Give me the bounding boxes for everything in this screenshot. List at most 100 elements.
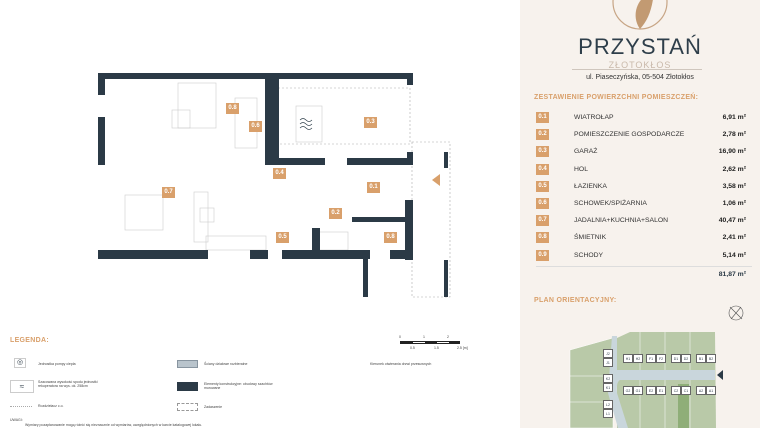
room-row: 0.8 ŚMIETNIK 2,41 m² [536,232,746,244]
scale-tick: 1 [423,335,425,339]
sofa [177,82,217,129]
lot-label: B1 [696,354,706,363]
room-area: 2,62 m² [722,165,746,173]
room-row: 0.2 POMIESZCZENIE GOSPODARCZE 2,78 m² [536,129,746,141]
washer-area [317,231,349,251]
room-number-badge: 0.6 [536,198,549,209]
lot-label: G2 [623,386,633,395]
room-number-badge: 0.4 [536,163,549,175]
total-area: 81,87 m² [718,271,746,278]
room-name: POMIESZCZENIE GOSPODARCZE [574,131,685,139]
room-name: HOL [574,165,588,173]
room-name: JADALNIA+KUCHNIA+SALON [574,217,669,225]
room-label: 0.2 [329,208,342,219]
lot-label: F2 [656,354,666,363]
room-label: 0.1 [367,182,380,193]
lot-label: L1 [603,409,613,418]
entrance-arrow-icon [717,370,723,380]
lot-label: K2 [603,374,613,383]
brand-name: PRZYSTAŃ [578,34,702,59]
legend-item: Ściany działowe rozbieralne [204,362,248,366]
room-name: ŚMIETNIK [574,234,607,242]
legend-item: Kierunek otwierania drzwi przesuwnych [370,362,432,366]
room-area: 40,47 m² [718,217,746,225]
room-name: ŁAZIENKA [574,182,607,190]
brand-subtitle: ZŁOTOKŁOS [608,60,672,70]
room-label: 0.5 [276,232,289,243]
dining-table [124,194,164,231]
room-number-badge: 0.5 [536,180,549,192]
kitchen-island [193,191,209,243]
room-number-badge: 0.9 [536,249,549,261]
lot-label: L2 [603,400,613,409]
room-name: SCHODY [574,251,604,259]
note-title: UWAGI: [10,418,23,422]
room-number-badge: 0.2 [536,129,549,141]
lot-label: J1 [603,358,613,367]
entrance-arrow-icon [432,174,440,186]
legend-item: Jednostka pompy ciepła [38,362,76,366]
lot-label: C1 [681,386,691,395]
scale-tick: 0 [399,335,401,339]
legend-item: Zadaszenie [204,405,223,409]
lot-label: D2 [681,354,691,363]
canopy-swatch [177,403,198,411]
address: ul. Piaseczyńska, 05-504 Złotokłos [586,74,694,81]
lot-label: E1 [656,386,666,395]
room-area: 2,41 m² [722,234,746,242]
lot-label: G1 [633,386,643,395]
floor-plan-area: 0.8 0.6 0.3 0.7 0.4 0.1 0.2 0.5 0.8 LEGE… [10,73,468,427]
lot-label: H2 [633,354,643,363]
orientation-map [569,305,744,428]
legend-item: Rozdzielacz c.o. [38,404,64,408]
room-row: 0.4 HOL 2,62 m² [536,163,746,176]
logo-leaf-icon [612,0,668,30]
legend-item: Szacowana wysokość spodu jednostki rekup… [38,380,98,388]
recuperator [295,105,323,143]
lot-label: F1 [646,354,656,363]
scale-tick: 0.5 [410,346,415,350]
distributor-icon [10,406,32,407]
compass-icon [728,305,744,321]
lot-label: H1 [623,354,633,363]
orientation-title: PLAN ORIENTACYJNY: [534,297,617,304]
floor-plan [98,73,451,298]
cooktop [199,207,215,223]
room-label: 0.6 [249,121,262,132]
divider [536,266,752,267]
garage-dim [277,87,411,145]
room-area: 6,91 m² [722,114,746,121]
lot-label: C2 [671,386,681,395]
lot-label: J2 [603,349,613,358]
scale-tick: 2 [447,335,449,339]
room-label: 0.8 [384,232,397,243]
summary-title: ZESTAWIENIE POWIERZCHNI POMIESZCZEŃ: [534,94,699,101]
lot-label: D1 [671,354,681,363]
room-name: WIATROŁAP [574,114,614,121]
legend-item: Elementy konstrukcyjne: obudowy szachtów… [204,382,273,390]
room-row: 0.5 ŁAZIENKA 3,58 m² [536,180,746,193]
room-area: 3,58 m² [722,182,746,190]
lot-label: K1 [603,383,613,392]
info-panel: PRZYSTAŃ ZŁOTOKŁOS ul. Piaseczyńska, 05-… [520,0,760,428]
partition-wall-swatch [177,360,198,368]
room-area: 2,78 m² [722,131,746,139]
room-number-badge: 0.8 [536,232,549,244]
scale-tick: 1.5 [434,346,439,350]
room-name: GARAŻ [574,148,598,156]
heat-pump-icon: ◎ [14,358,26,368]
divider [572,69,702,70]
room-name: SCHOWEK/SPIŻARNIA [574,200,647,207]
note: Wymiary pozapłanowanie mogą różnić się n… [25,423,203,427]
legend-title: LEGENDA: [10,337,49,344]
room-label: 0.7 [162,187,175,198]
recuperator-icon: ≈ [10,380,34,393]
structural-wall-swatch [177,382,198,391]
room-area: 16,90 m² [718,148,746,156]
room-label: 0.4 [273,168,286,179]
scale-tick: 2.5 [m] [457,346,468,350]
